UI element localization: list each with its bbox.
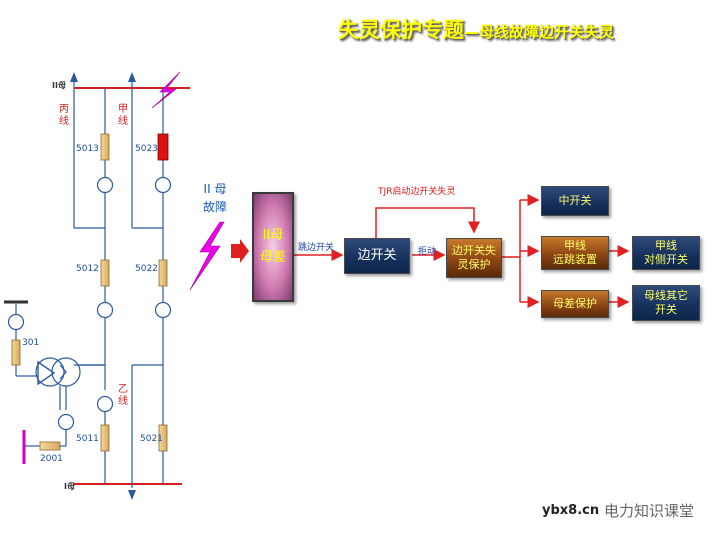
title-sub: —母线故障边开关失灵 (464, 23, 615, 41)
label-5011: 5011 (76, 434, 99, 444)
bing-arrow (70, 72, 78, 82)
page-title: 失灵保护专题—母线故障边开关失灵 (338, 14, 614, 44)
lightning-bolt-bus-icon (151, 71, 181, 109)
breaker-301 (11, 339, 21, 366)
label-2001: 2001 (40, 454, 63, 464)
breaker-2001 (39, 441, 61, 451)
edge-fail-protection-box: 边开关失 灵保护 (446, 238, 502, 278)
label-5012: 5012 (76, 264, 99, 274)
jia-opposite-switch-box: 甲线 对侧开关 (632, 236, 700, 270)
watermark-text: 电力知识课堂 (604, 502, 695, 520)
breaker-5022 (158, 259, 168, 287)
line-jia-label: 甲线 (118, 104, 128, 127)
bus-other-switch-box: 母线其它 开关 (632, 285, 700, 321)
bus-i-label: I母 (64, 482, 75, 491)
flow-connectors (294, 194, 630, 308)
label-5021: 5021 (140, 434, 163, 444)
mid-switch-box: 中开关 (541, 186, 609, 216)
breaker-5023-faulted (157, 133, 169, 161)
refuse-label: 拒动 (418, 247, 437, 257)
lightning-bolt-fault-icon (189, 221, 225, 291)
fault-arrow-icon (231, 239, 249, 263)
tjr-start-label: TJR启动边开关失灵 (378, 187, 456, 197)
line-yi-label: 乙线 (118, 384, 128, 407)
label-5023: 5023 (135, 144, 158, 154)
yi-arrow (128, 490, 136, 500)
trip-edge-switch-label: 跳边开关 (298, 243, 335, 253)
fault-label: II 母 故障 (202, 182, 227, 214)
breaker-5021 (158, 424, 168, 452)
bus-diff-box: II母 母差 (252, 192, 294, 302)
label-5022: 5022 (135, 264, 158, 274)
breaker-5011 (100, 424, 110, 452)
jia-remote-trip-box: 甲线 远跳装置 (541, 236, 609, 270)
jia-arrow (128, 72, 136, 82)
line-bing-label: 丙线 (59, 104, 69, 127)
breaker-5012 (100, 259, 110, 287)
transformer-section (4, 300, 105, 447)
watermark-site: ybx8.cn (542, 503, 600, 518)
bus-ii-label: II母 (52, 81, 66, 90)
label-301: 301 (22, 338, 40, 348)
edge-switch-box: 边开关 (344, 238, 410, 274)
right-string (131, 80, 172, 488)
label-5013: 5013 (76, 144, 99, 154)
breaker-5013 (100, 133, 110, 161)
title-main: 失灵保护专题 (338, 18, 464, 42)
bus-diff-protection-box: 母差保护 (541, 290, 609, 318)
